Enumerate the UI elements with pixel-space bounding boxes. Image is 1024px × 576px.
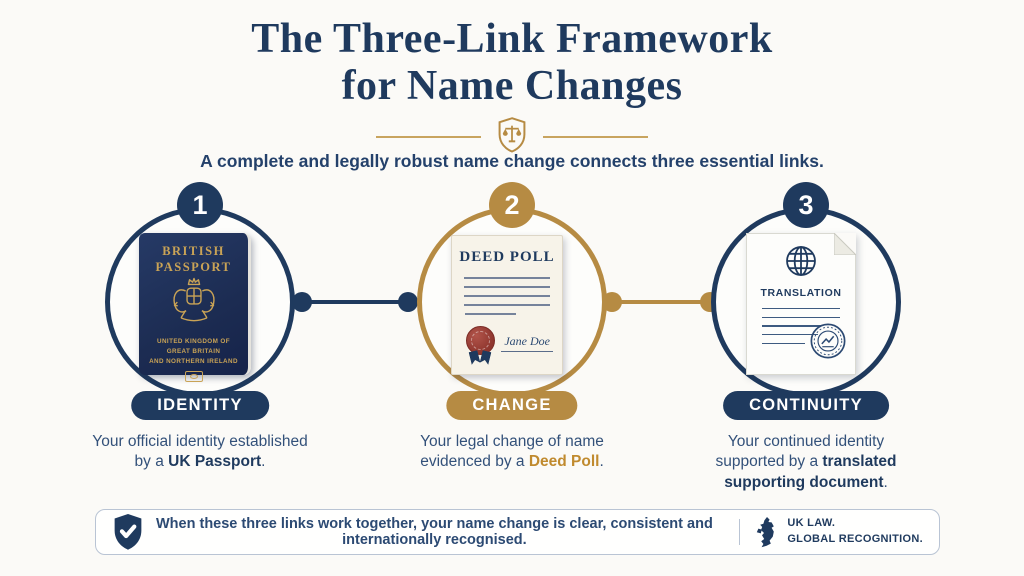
continuity-label-pill: CONTINUITY xyxy=(723,391,889,420)
header-divider xyxy=(0,116,1024,158)
page-subtitle: A complete and legally robust name chang… xyxy=(200,151,824,171)
identity-description: Your official identity established by a … xyxy=(92,433,308,471)
change-description: Your legal change of name evidenced by a… xyxy=(420,433,604,471)
signature-text: Jane Doe xyxy=(501,334,553,352)
footer-summary-bar: When these three links work together, yo… xyxy=(95,509,940,555)
connector1-dot-right xyxy=(398,292,418,312)
translation-graphic: TRANSLATION xyxy=(746,233,856,375)
scales-shield-icon xyxy=(497,116,527,158)
link-group-continuity: 3 TRANSLATION xyxy=(686,182,926,502)
deed-poll-title: DEED POLL xyxy=(459,249,555,265)
translation-text-lines xyxy=(747,308,855,344)
passport-footer-text: UNITED KINGDOM OF GREAT BRITAIN AND NORT… xyxy=(149,338,238,365)
biometric-chip-icon xyxy=(184,370,203,382)
passport-graphic: BRITISH PASSPORT UNITED KI xyxy=(139,233,251,382)
step-badge-1: 1 xyxy=(177,182,223,228)
passport-title: BRITISH PASSPORT xyxy=(155,244,232,274)
footer-divider xyxy=(738,519,741,545)
step-badge-3: 3 xyxy=(783,182,829,228)
footer-message: When these three links work together, yo… xyxy=(156,516,713,548)
divider-rule-left xyxy=(376,136,481,138)
footer-badge-text: UK LAW. GLOBAL RECOGNITION. xyxy=(787,516,923,548)
footer-badge-line1: UK LAW. xyxy=(787,517,836,530)
uk-map-icon xyxy=(754,516,778,548)
connector1-line xyxy=(302,300,408,304)
translation-title: TRANSLATION xyxy=(760,287,842,299)
identity-label-pill: IDENTITY xyxy=(131,391,269,420)
divider-rule-right xyxy=(543,136,648,138)
royal-coat-of-arms-icon xyxy=(166,278,222,333)
step-badge-2: 2 xyxy=(489,182,535,228)
deed-poll-graphic: DEED POLL Jane Doe xyxy=(451,235,563,375)
link-group-change: 2 DEED POLL Jane Doe CHANGE Your legal c… xyxy=(392,182,632,502)
continuity-description: Your continued identity supported by a t… xyxy=(715,433,897,491)
shield-check-icon xyxy=(112,513,144,551)
wax-seal-icon xyxy=(465,326,495,364)
page-title: The Three-Link Framework for Name Change… xyxy=(0,16,1024,110)
title-line-1: The Three-Link Framework xyxy=(251,16,773,62)
footer-badge-line2: GLOBAL RECOGNITION. xyxy=(787,533,923,545)
folded-corner-icon xyxy=(834,233,856,255)
connector2-line xyxy=(612,300,710,304)
certified-stamp-icon xyxy=(809,322,847,365)
change-label-pill: CHANGE xyxy=(446,391,578,420)
deed-text-lines xyxy=(452,277,562,315)
link-group-identity: 1 BRITISH PASSPORT xyxy=(80,182,320,502)
globe-icon xyxy=(783,246,819,283)
title-line-2: for Name Changes xyxy=(341,63,683,110)
